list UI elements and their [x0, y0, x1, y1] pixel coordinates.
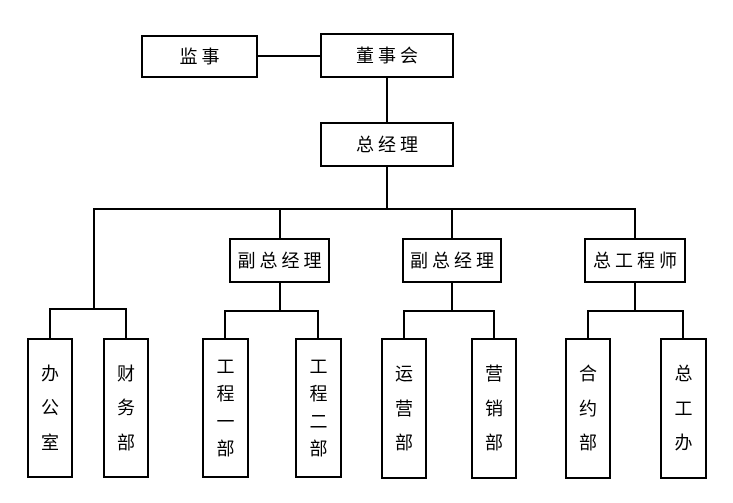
connector-branch3-stem-top: [451, 208, 453, 238]
node-engineering-dept-1: 工程一部: [202, 338, 249, 478]
connector-branch4-bar: [587, 310, 684, 312]
connector-branch3-bar: [403, 310, 495, 312]
connector-branch1-drop-office: [49, 308, 51, 338]
node-board: 董事会: [320, 33, 454, 78]
connector-branch2-drop-eng2: [317, 310, 319, 338]
node-general-manager: 总经理: [320, 122, 454, 167]
connector-branch2-stem-bottom: [279, 283, 281, 310]
node-supervisor-label: 监事: [179, 46, 224, 67]
connector-branch2-bar: [224, 310, 319, 312]
connector-branch1-stem: [93, 208, 95, 308]
node-deputy-gm-2: 副总经理: [402, 238, 502, 283]
node-finance-dept: 财务部: [103, 338, 149, 478]
node-deputy-gm-2-label: 副总经理: [410, 250, 498, 271]
connector-gm-stem: [386, 167, 388, 208]
connector-branch4-drop-ceoffice: [682, 310, 684, 338]
connector-branch4-stem-top: [634, 208, 636, 238]
node-supervisor: 监事: [141, 35, 258, 78]
node-chief-engineer-label: 总工程师: [593, 250, 681, 271]
connector-board-supervisor: [258, 55, 322, 57]
connector-branch1-bar: [49, 308, 127, 310]
node-deputy-gm-1-label: 副总经理: [237, 250, 326, 271]
connector-branch3-drop-operations: [403, 310, 405, 338]
node-chief-engineer-office: 总工办: [660, 338, 707, 479]
node-deputy-gm-1: 副总经理: [229, 238, 330, 283]
node-marketing-dept: 营销部: [471, 338, 517, 479]
connector-branch3-drop-marketing: [493, 310, 495, 338]
connector-branch3-stem-bottom: [451, 283, 453, 310]
connector-branch4-stem-bottom: [634, 283, 636, 310]
node-operations-dept: 运营部: [381, 338, 427, 479]
node-chief-engineer: 总工程师: [584, 238, 686, 283]
node-office: 办公室: [27, 338, 73, 478]
node-engineering-dept-2: 工程二部: [295, 338, 342, 478]
node-general-manager-label: 总经理: [356, 134, 422, 155]
node-board-label: 董事会: [356, 45, 422, 66]
connector-branch2-drop-eng1: [224, 310, 226, 338]
connector-branch2-stem-top: [279, 208, 281, 238]
connector-branch1-drop-finance: [125, 308, 127, 338]
node-contract-dept: 合约部: [565, 338, 611, 479]
connector-branch4-drop-contract: [587, 310, 589, 338]
connector-board-gm: [386, 78, 388, 122]
connector-main-bar: [93, 208, 636, 210]
